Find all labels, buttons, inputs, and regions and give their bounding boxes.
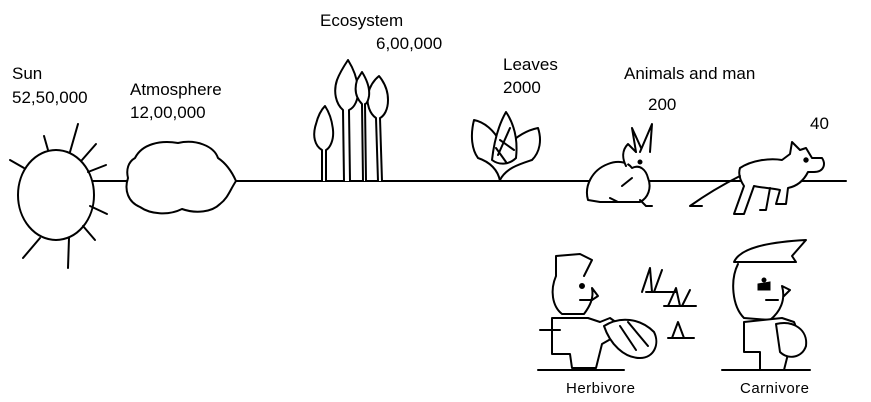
grass-tuft-icon	[641, 267, 697, 339]
ecosystem-label: Ecosystem	[320, 11, 403, 30]
herbivore-man-icon	[537, 253, 658, 371]
tree-icon	[313, 59, 389, 182]
atmosphere-value: 12,00,000	[130, 103, 206, 122]
sun-value: 52,50,000	[12, 88, 88, 107]
sun-label: Sun	[12, 64, 42, 83]
atmosphere-cloud-icon	[125, 140, 237, 215]
leaves-label: Leaves	[503, 55, 558, 74]
leaves-plant-icon	[470, 111, 541, 182]
ecosystem-value: 6,00,000	[376, 34, 442, 53]
wolf-icon	[689, 141, 825, 215]
carnivore-animal-value: 40	[810, 114, 829, 133]
atmosphere-label: Atmosphere	[130, 80, 222, 99]
herbivore-animal-value: 200	[648, 95, 676, 114]
rabbit-icon	[586, 123, 653, 207]
herbivore-label: Herbivore	[566, 380, 636, 397]
carnivore-label: Carnivore	[740, 380, 810, 397]
carnivore-man-icon	[721, 239, 811, 371]
sun-icon	[9, 123, 108, 269]
leaves-value: 2000	[503, 78, 541, 97]
animals-label: Animals and man	[624, 64, 755, 83]
